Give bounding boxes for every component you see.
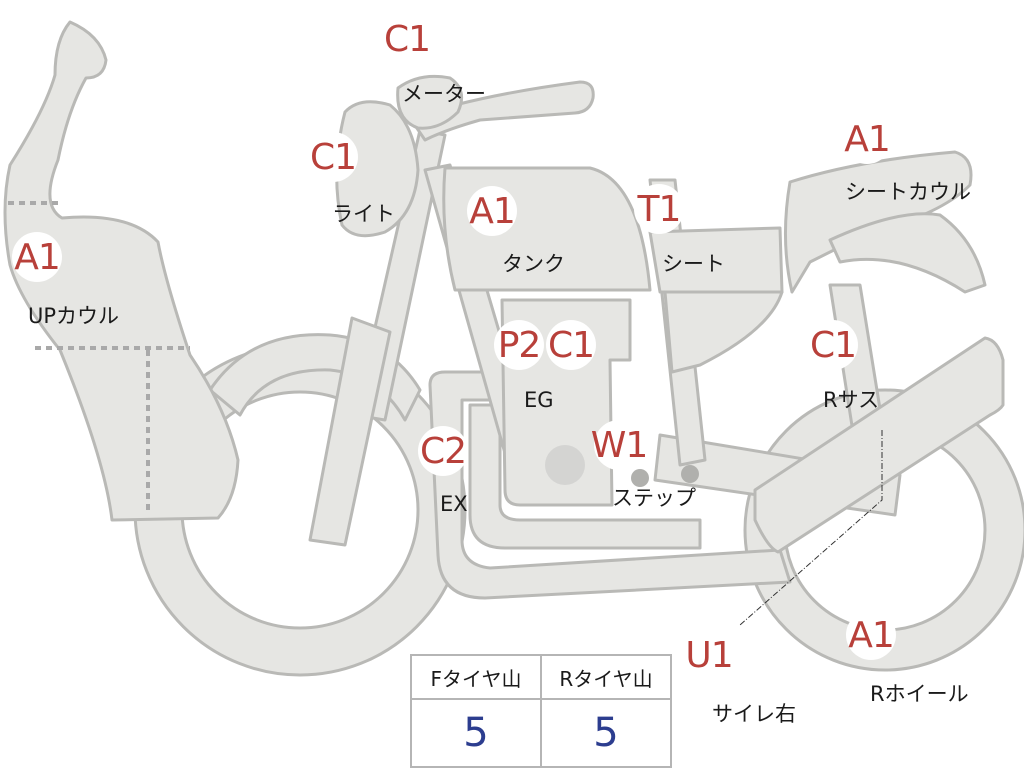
seat-code-badge: T1 (634, 184, 684, 234)
rear-suspension-code-badge: C1 (808, 320, 858, 370)
engine-p2-code-badge: P2 (494, 320, 544, 370)
muffler-leader-line (739, 430, 883, 626)
step-peg-right (681, 465, 699, 483)
engine-label: EG (524, 388, 554, 412)
rear-wheel-shape (743, 388, 1024, 672)
front-tire-value: 5 (410, 698, 542, 768)
lower-frame (468, 403, 702, 550)
tire-tread-table: Fタイヤ山 Rタイヤ山 5 5 (410, 654, 672, 768)
muffler-right-code-badge: U1 (684, 630, 734, 680)
exhaust-code-badge: C2 (418, 426, 468, 476)
upper-cowl-shape (3, 20, 240, 522)
rear-tire-header: Rタイヤ山 (540, 654, 672, 700)
muffler-shape (753, 336, 1005, 554)
seat-cowl-code-badge: A1 (842, 114, 892, 164)
front-fork (308, 316, 392, 547)
up-cowl-code-badge: A1 (12, 232, 62, 282)
exhaust-label: EX (440, 492, 468, 516)
meter-shape (396, 74, 464, 130)
tank-code-badge: A1 (467, 186, 517, 236)
headlight-shape (335, 100, 420, 238)
tank-label: タンク (502, 252, 565, 276)
meter-code-badge: C1 (382, 14, 432, 64)
seat-label: シート (662, 252, 725, 276)
side-panel (663, 290, 784, 374)
step-label: ステップ (612, 486, 696, 510)
rear-suspension-label: Rサス (823, 388, 880, 412)
meter-label: メーター (402, 82, 486, 106)
step-peg-left (631, 469, 649, 487)
rear-tire-value: 5 (540, 698, 672, 768)
handlebar (408, 80, 595, 142)
engine-code-badge: C1 (546, 320, 596, 370)
light-label: ライト (332, 202, 395, 226)
step-code-badge: W1 (591, 420, 648, 470)
muffler-right-label: サイレ右 (712, 702, 796, 726)
up-cowl-label: UPカウル (28, 304, 120, 328)
rear-wheel-label: Rホイール (870, 682, 969, 706)
exhaust-pipe (428, 370, 792, 600)
tail-fin (828, 212, 987, 294)
light-code-badge: C1 (308, 132, 358, 182)
rear-wheel-code-badge: A1 (846, 610, 896, 660)
seat-cowl-label: シートカウル (845, 180, 971, 204)
engine-cover-circle (545, 445, 585, 485)
front-tire-header: Fタイヤ山 (410, 654, 542, 700)
